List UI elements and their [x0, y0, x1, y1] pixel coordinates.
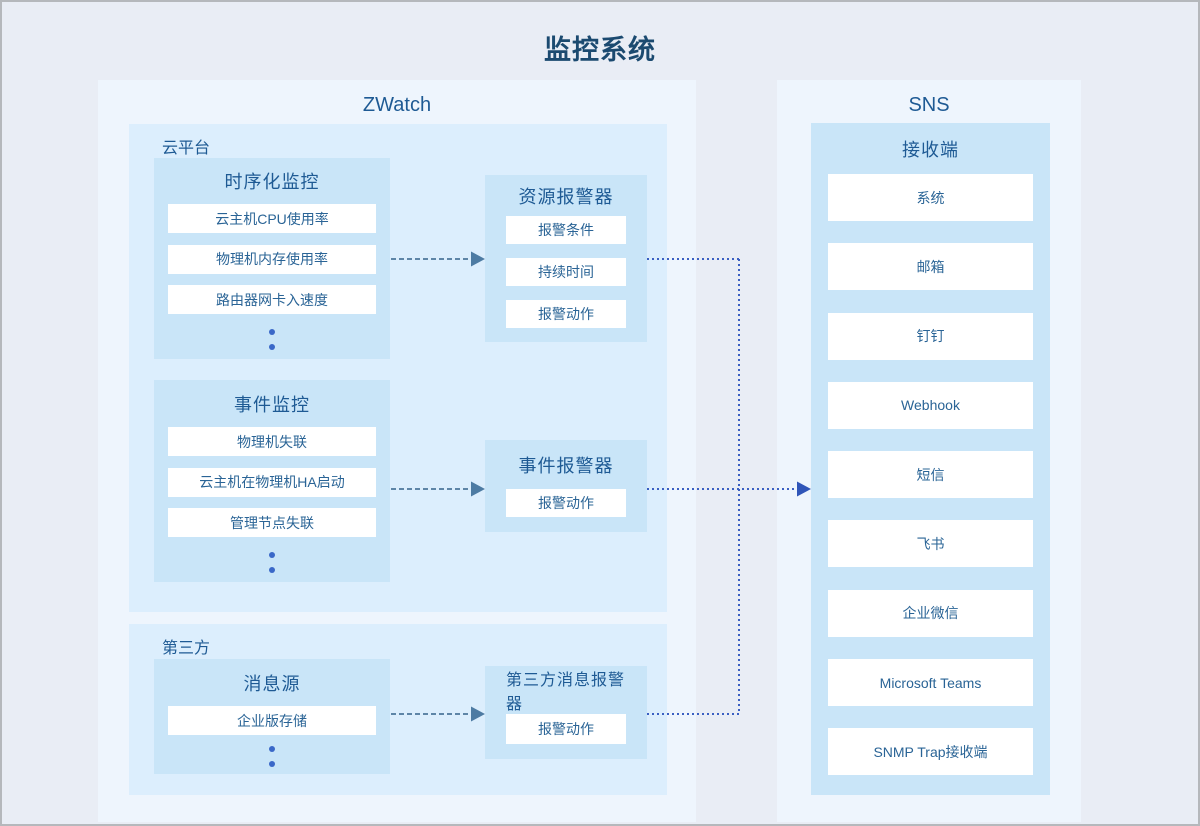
zwatch-panel: ZWatch 云平台 时序化监控 云主机CPU使用率 物理机内存使用率 路由器网… [98, 80, 696, 822]
list-item: 报警动作 [506, 489, 626, 517]
list-item: 短信 [828, 451, 1033, 499]
cloud-platform-label: 云平台 [162, 140, 211, 157]
list-item: 云主机CPU使用率 [168, 204, 376, 233]
list-item: SNMP Trap接收端 [828, 728, 1033, 776]
timeseries-monitor-box: 时序化监控 云主机CPU使用率 物理机内存使用率 路由器网卡入速度 [154, 158, 390, 359]
resource-alarm-item-list: 报警条件 持续时间 报警动作 [506, 216, 626, 328]
timeseries-item-list: 云主机CPU使用率 物理机内存使用率 路由器网卡入速度 [168, 204, 376, 314]
list-item: Webhook [828, 381, 1033, 429]
list-item: 钉钉 [828, 312, 1033, 360]
list-item: 企业版存储 [168, 706, 376, 735]
list-item: 系统 [828, 174, 1033, 221]
list-item: 管理节点失联 [168, 508, 376, 537]
event-monitor-box: 事件监控 物理机失联 云主机在物理机HA启动 管理节点失联 [154, 380, 390, 582]
message-source-item-list: 企业版存储 [168, 706, 376, 735]
cloud-platform-panel: 云平台 时序化监控 云主机CPU使用率 物理机内存使用率 路由器网卡入速度 事件… [129, 124, 667, 612]
vertical-ellipsis-icon [168, 329, 376, 350]
third-party-alarm-title: 第三方消息报警器 [506, 672, 626, 713]
event-alarm-box: 事件报警器 报警动作 [485, 440, 647, 532]
list-item: 持续时间 [506, 258, 626, 286]
sns-panel-label: SNS [908, 94, 950, 116]
sns-panel: SNS 接收端 系统 邮箱 钉钉 Webhook 短信 飞书 企业微信 Micr… [777, 80, 1081, 822]
list-item: 报警动作 [506, 714, 626, 744]
list-item: 物理机失联 [168, 427, 376, 456]
list-item: 物理机内存使用率 [168, 244, 376, 274]
list-item: 报警动作 [506, 300, 626, 328]
list-item: 企业微信 [828, 589, 1033, 637]
resource-alarm-title: 资源报警器 [518, 186, 614, 207]
list-item: 邮箱 [828, 243, 1033, 291]
list-item: Microsoft Teams [828, 659, 1033, 707]
vertical-ellipsis-icon [168, 746, 376, 767]
third-party-alarm-box: 第三方消息报警器 报警动作 [485, 666, 647, 759]
message-source-box: 消息源 企业版存储 [154, 659, 390, 774]
zwatch-panel-label: ZWatch [362, 94, 432, 116]
message-source-title: 消息源 [243, 673, 301, 694]
list-item: 报警条件 [506, 216, 626, 244]
page-title: 监控系统 [544, 35, 656, 65]
list-item: 云主机在物理机HA启动 [168, 467, 376, 497]
receiver-box: 接收端 系统 邮箱 钉钉 Webhook 短信 飞书 企业微信 Microsof… [811, 123, 1050, 795]
third-party-label: 第三方 [162, 640, 211, 657]
receiver-title: 接收端 [902, 139, 959, 160]
vertical-ellipsis-icon [168, 552, 376, 573]
event-monitor-title: 事件监控 [234, 394, 310, 415]
resource-alarm-box: 资源报警器 报警条件 持续时间 报警动作 [485, 175, 647, 342]
event-item-list: 物理机失联 云主机在物理机HA启动 管理节点失联 [168, 427, 376, 537]
third-party-panel: 第三方 消息源 企业版存储 第三方消息报警器 报警动作 [129, 624, 667, 795]
event-alarm-item-list: 报警动作 [506, 489, 626, 517]
event-alarm-title: 事件报警器 [518, 455, 614, 476]
third-party-alarm-item-list: 报警动作 [506, 714, 626, 744]
list-item: 飞书 [828, 520, 1033, 568]
list-item: 路由器网卡入速度 [168, 285, 376, 314]
timeseries-monitor-title: 时序化监控 [224, 172, 320, 192]
receiver-item-list: 系统 邮箱 钉钉 Webhook 短信 飞书 企业微信 Microsoft Te… [828, 174, 1033, 776]
